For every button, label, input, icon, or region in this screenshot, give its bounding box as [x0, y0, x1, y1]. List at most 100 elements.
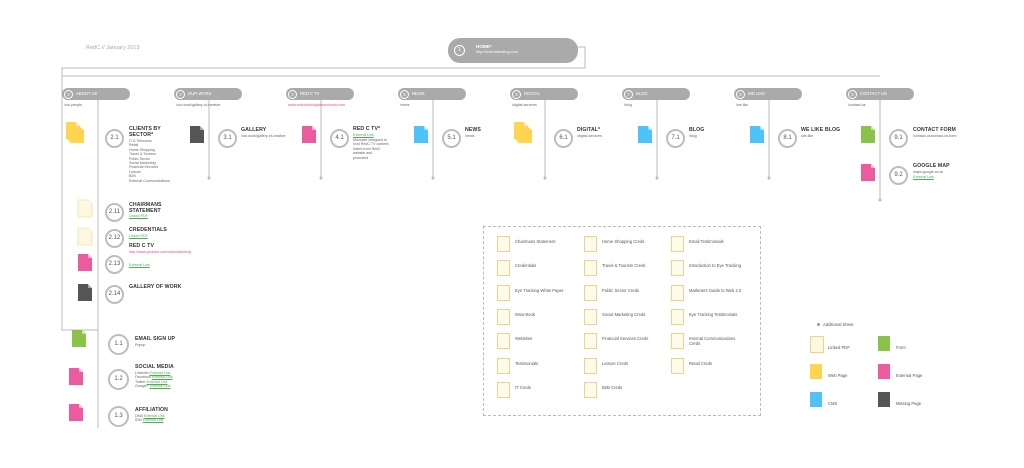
- pdf-item[interactable]: Email Testimonials: [689, 239, 724, 244]
- pdf-item[interactable]: Internal Communications Creds: [689, 336, 736, 347]
- linked-pdf-icon[interactable]: [584, 308, 597, 325]
- pdf-item[interactable]: Eye Tracking Testimonials: [689, 311, 738, 317]
- pdf-item[interactable]: Public Sector Creds: [602, 287, 640, 293]
- external-link[interactable]: External Link: [151, 375, 173, 380]
- section-label: RED C TV: [300, 91, 320, 96]
- node-5-1[interactable]: 5.1: [442, 129, 461, 148]
- chairmans-link[interactable]: Linked PDF: [129, 214, 148, 218]
- linked-pdf-icon[interactable]: [497, 236, 510, 252]
- linked-pdf-icon[interactable]: [497, 284, 510, 301]
- linked-pdf-icon[interactable]: [497, 381, 510, 398]
- pdf-item[interactable]: Eye Tracking White Paper: [515, 287, 564, 293]
- redctv-link[interactable]: External Link: [129, 263, 150, 267]
- web-page-stack-icon[interactable]: [66, 122, 84, 143]
- node-1-2[interactable]: 1.2: [108, 369, 129, 390]
- external-page-icon[interactable]: [69, 404, 83, 421]
- missing-page-icon[interactable]: [190, 126, 204, 143]
- form-page-icon[interactable]: [72, 330, 86, 347]
- linked-pdf-icon[interactable]: [497, 308, 510, 325]
- pdf-item[interactable]: IT Creds: [515, 384, 531, 390]
- node-9-2[interactable]: 9.2: [889, 166, 908, 185]
- redctv-url[interactable]: http://www.youtube.com/redcmarketing: [129, 250, 191, 254]
- pdf-item[interactable]: Home Shopping Creds: [602, 239, 645, 244]
- linked-pdf-icon[interactable]: [584, 381, 597, 398]
- google-map-link[interactable]: External Link: [913, 175, 934, 179]
- linked-pdf-icon[interactable]: [671, 284, 684, 301]
- external-page-icon[interactable]: [78, 254, 92, 271]
- cms-page-icon[interactable]: [414, 126, 428, 143]
- linked-pdf-icon[interactable]: [584, 284, 597, 301]
- legend-label: Linked PDF: [828, 345, 850, 350]
- node-4-1[interactable]: 4.1: [330, 129, 349, 148]
- node-8-1[interactable]: 8.1: [778, 129, 797, 148]
- linked-pdf-icon[interactable]: [671, 236, 684, 252]
- linked-pdf-icon[interactable]: [584, 357, 597, 374]
- linked-pdf-icon[interactable]: [77, 227, 93, 246]
- email-signup-sub: Popup: [135, 343, 146, 347]
- form-page-icon[interactable]: [861, 126, 875, 143]
- node-2-1[interactable]: 2.1: [105, 129, 124, 148]
- external-page-icon[interactable]: [302, 126, 316, 143]
- pdf-item[interactable]: B2B Creds: [602, 384, 623, 390]
- external-page-icon[interactable]: [861, 164, 875, 181]
- linked-pdf-icon[interactable]: [584, 236, 597, 252]
- node-1-3[interactable]: 1.3: [108, 406, 129, 427]
- pdf-item[interactable]: Introduction to Eye Tracking: [689, 263, 741, 269]
- pdf-item[interactable]: Testimonials: [515, 360, 539, 366]
- legend-swatch-missing-page: [878, 392, 890, 407]
- node-2-11[interactable]: 2.11: [105, 203, 124, 222]
- home-node[interactable]: 1 HOME* http://redcmarketing.com: [448, 38, 578, 63]
- linked-pdf-icon[interactable]: [671, 308, 684, 325]
- node-7-1[interactable]: 7.1: [666, 129, 685, 148]
- pdf-item[interactable]: Marketers Guide to Web 2.0: [689, 287, 742, 293]
- external-link[interactable]: External Link: [149, 371, 171, 375]
- linked-pdf-icon[interactable]: [584, 333, 597, 350]
- pdf-item[interactable]: Travel & Tourism Creds: [602, 263, 646, 269]
- redctv-star-link[interactable]: External Link: [353, 133, 374, 137]
- linked-pdf-icon[interactable]: [671, 357, 684, 374]
- credentials-link[interactable]: Linked PDF: [129, 234, 148, 238]
- pdf-item[interactable]: Social Marketing Creds: [602, 311, 646, 317]
- linked-pdf-icon[interactable]: [671, 260, 684, 277]
- pdf-item[interactable]: Retail Creds: [689, 360, 713, 366]
- linked-pdf-icon[interactable]: [77, 199, 93, 218]
- pdf-item[interactable]: Wow Book: [515, 311, 535, 317]
- node-6-1[interactable]: 6.1: [554, 129, 573, 148]
- cms-page-icon[interactable]: [750, 126, 764, 143]
- node-2-14[interactable]: 2.14: [105, 285, 124, 304]
- pdf-item[interactable]: Websites: [515, 336, 533, 342]
- node-2-13[interactable]: 2.13: [105, 255, 124, 274]
- pdf-item[interactable]: Leisure Creds: [602, 360, 629, 366]
- home-url: http://redcmarketing.com: [476, 50, 518, 54]
- legend-swatch-linked-pdf: [810, 336, 824, 353]
- node-9-1[interactable]: 9.1: [889, 129, 908, 148]
- missing-page-icon[interactable]: [78, 284, 92, 301]
- external-link[interactable]: External Link: [143, 414, 165, 418]
- linked-pdf-icon[interactable]: [497, 357, 510, 374]
- linked-pdf-icon[interactable]: [584, 260, 597, 277]
- node-2-12[interactable]: 2.12: [105, 229, 124, 248]
- external-page-icon[interactable]: [69, 368, 83, 385]
- linked-pdf-icon[interactable]: [671, 333, 684, 350]
- pdf-item[interactable]: Financial Services Creds: [602, 336, 649, 342]
- pdf-item[interactable]: Chairmans Statement: [515, 239, 556, 244]
- external-link[interactable]: External Link: [142, 418, 164, 423]
- linked-pdf-icon[interactable]: [497, 260, 510, 277]
- cms-page-icon[interactable]: [638, 126, 652, 143]
- section-label: BLOG: [636, 91, 648, 96]
- external-link[interactable]: External Link: [149, 384, 171, 389]
- node-1-1[interactable]: 1.1: [108, 334, 129, 355]
- linked-pdf-icon[interactable]: [497, 333, 510, 350]
- external-link[interactable]: External Link: [146, 379, 168, 384]
- pdf-item[interactable]: Credentials: [515, 263, 537, 269]
- node-3-1[interactable]: 3.1: [218, 129, 237, 148]
- web-page-stack-icon[interactable]: [514, 122, 532, 143]
